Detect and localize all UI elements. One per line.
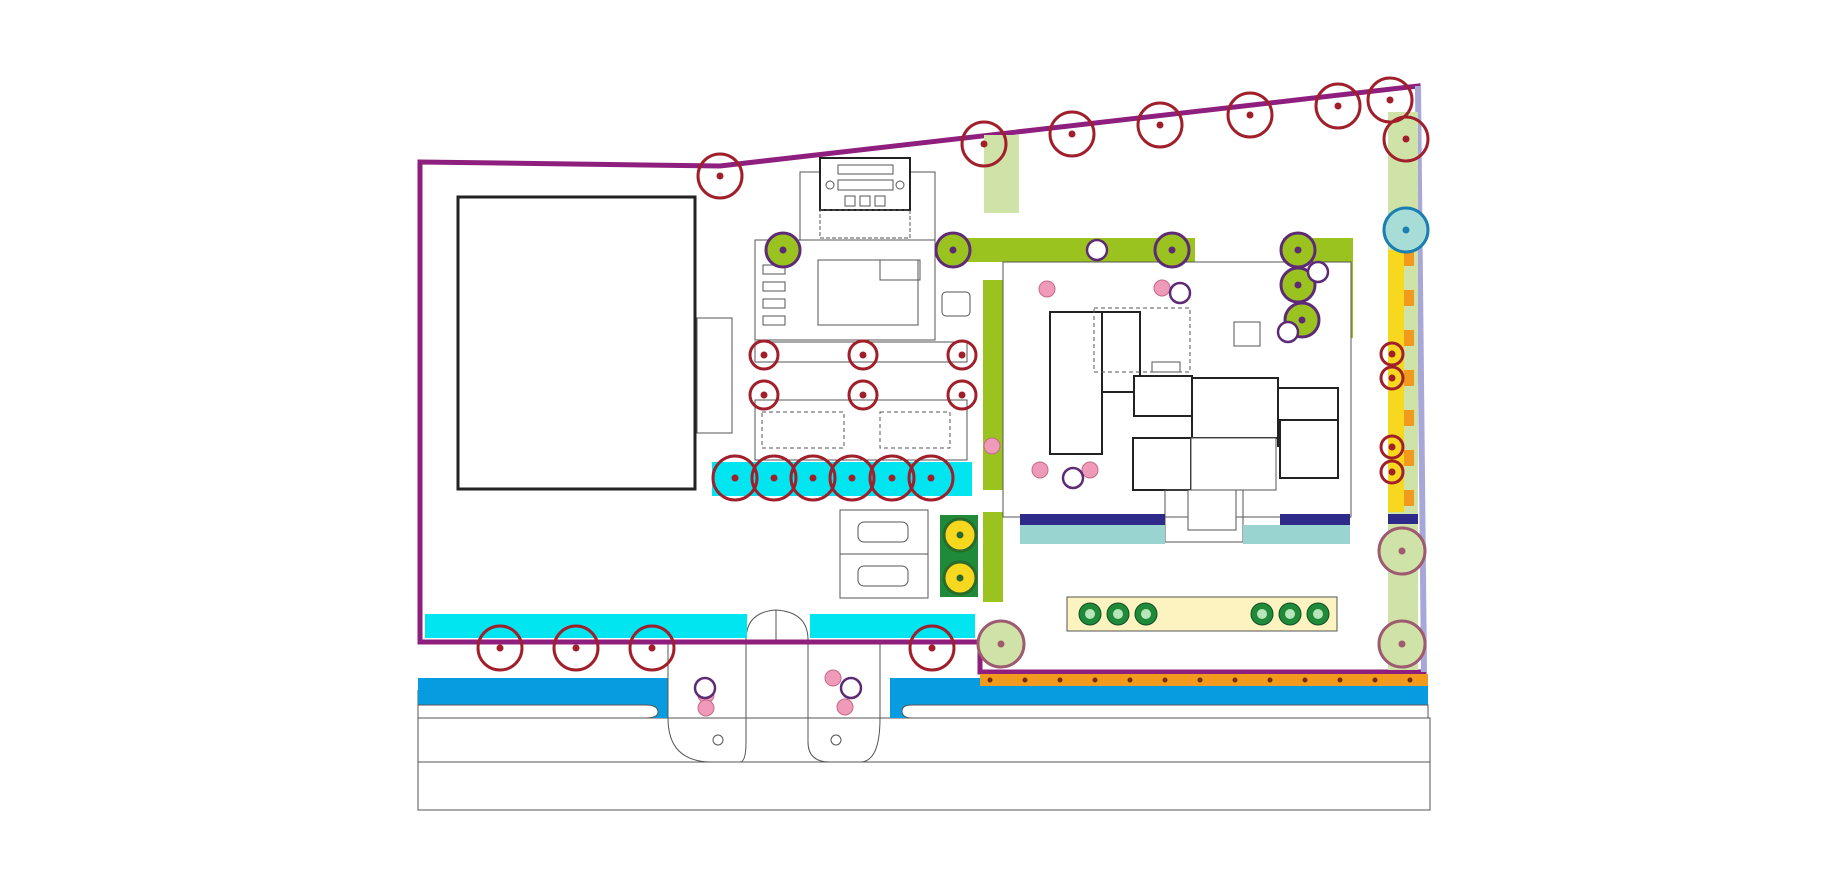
tree-symbol (960, 120, 1008, 168)
hedge-dot (1057, 677, 1063, 683)
pale-green-strip (984, 135, 1019, 213)
flower-ring (1085, 238, 1109, 262)
orange-hedge-strip (980, 674, 1428, 686)
hedge-dot (1267, 677, 1273, 683)
pink-shrub (836, 698, 854, 716)
tree-symbol (828, 454, 876, 502)
parking-spaces (839, 509, 929, 599)
hedge-dot (1022, 677, 1028, 683)
driveway-entrance (667, 609, 881, 763)
tree-symbol (764, 231, 802, 269)
green-shrub (1106, 602, 1130, 626)
hedge-dot (1302, 677, 1308, 683)
hedge-dot (1407, 677, 1413, 683)
green-shrub (1134, 602, 1158, 626)
hedge-dot (1162, 677, 1168, 683)
large-building (456, 195, 697, 491)
tree-symbol (942, 517, 978, 553)
flower-ring (693, 676, 717, 700)
tree-symbol (1226, 91, 1274, 139)
hedge-dot (987, 677, 993, 683)
flower-ring (1061, 466, 1085, 490)
flower-ring (839, 676, 863, 700)
tree-symbol (748, 339, 780, 371)
tree-symbol (1382, 115, 1430, 163)
tree-symbol (1379, 459, 1405, 485)
tree-symbol (1279, 231, 1317, 269)
tree-symbol (1382, 206, 1430, 254)
pink-shrub (824, 669, 842, 687)
tree-symbol (946, 379, 978, 411)
tree-symbol (1136, 101, 1184, 149)
tree-symbols (476, 76, 1430, 672)
pink-shrub (697, 699, 715, 717)
tree-symbol (476, 624, 524, 672)
tree-symbol (789, 454, 837, 502)
tree-symbol (942, 560, 978, 596)
green-shrub (1306, 602, 1330, 626)
tree-symbol (628, 624, 676, 672)
shrub-symbols (693, 238, 1330, 717)
tree-symbol (750, 454, 798, 502)
tree-symbol (552, 624, 600, 672)
flower-ring (1276, 320, 1300, 344)
tree-symbol (847, 339, 879, 371)
flower-ring (1168, 281, 1192, 305)
green-shrub (1250, 602, 1274, 626)
patio-strips (1020, 514, 1418, 544)
tree-symbol (1048, 110, 1096, 158)
tree-symbol (1377, 619, 1427, 669)
tree-symbol (868, 454, 916, 502)
cream-bed-shrubs (1078, 602, 1330, 626)
tree-symbol (1153, 231, 1191, 269)
pavilion-area (754, 157, 971, 461)
green-shrub (1078, 602, 1102, 626)
tree-symbol (1379, 341, 1405, 367)
pink-shrub (983, 437, 1001, 455)
hedge-dot (1127, 677, 1133, 683)
pink-shrub (1031, 461, 1049, 479)
street-area (417, 690, 1431, 811)
tree-symbol (1377, 526, 1427, 576)
green-shrub (1278, 602, 1302, 626)
tree-symbol (1379, 434, 1405, 460)
tree-symbol (934, 231, 972, 269)
tree-symbol (908, 624, 956, 672)
tree-symbol (1379, 365, 1405, 391)
main-house (1002, 261, 1352, 543)
hedge-dot (1092, 677, 1098, 683)
tree-symbol (711, 454, 759, 502)
tree-symbol (748, 379, 780, 411)
pink-shrub (1038, 280, 1056, 298)
building-annex (696, 317, 733, 434)
pink-shrub (1081, 461, 1099, 479)
hedge-plant-markers (987, 677, 1413, 683)
tree-symbol (847, 379, 879, 411)
hedge-dot (1197, 677, 1203, 683)
tree-symbol (1314, 82, 1362, 130)
tree-symbol (976, 619, 1026, 669)
flower-ring (1306, 260, 1330, 284)
hedge-dot (1372, 677, 1378, 683)
hedge-dot (1337, 677, 1343, 683)
tree-symbol (946, 339, 978, 371)
tree-symbol (696, 152, 744, 200)
pink-shrub (1153, 279, 1171, 297)
hedge-dot (1232, 677, 1238, 683)
blue-sidewalk-strips (417, 678, 1429, 719)
property-boundary (417, 83, 1427, 675)
tree-symbol (907, 454, 955, 502)
